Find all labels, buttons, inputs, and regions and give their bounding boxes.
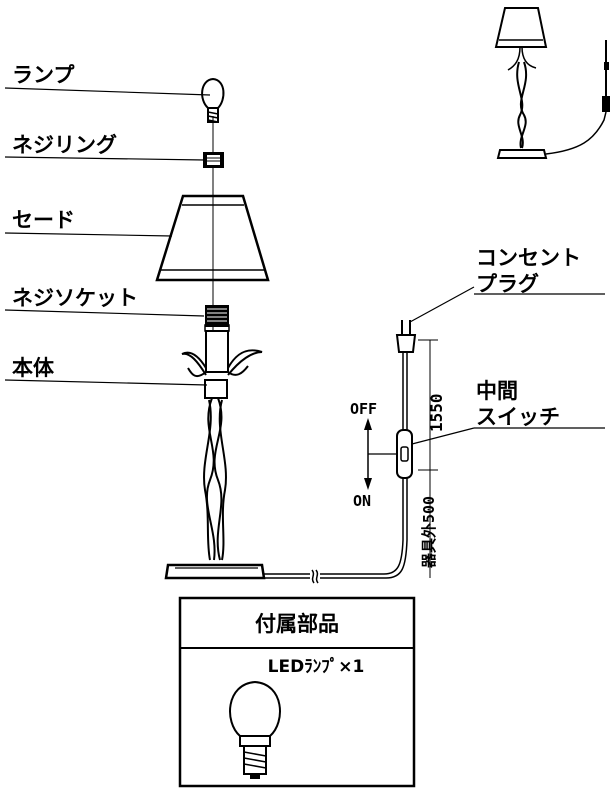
accessories-title: 付属部品 [255,612,339,636]
switch-leader-line [411,427,475,445]
screw-ring-leader-line [4,156,206,161]
length-total-label: 1550 [427,393,446,432]
outlet-plug [395,320,417,353]
screw-ring-label: ネジリング [12,133,117,157]
lamp-shade [155,194,270,282]
outlet-plug-label-line2: プラグ [476,272,539,296]
body-label: 本体 [12,356,55,380]
screw-ring [203,152,224,168]
screw-socket-leader-line [4,309,205,317]
lamp-body [181,330,263,561]
power-cord [264,352,408,584]
off-on-arrow [364,418,397,490]
mid-switch [396,429,413,479]
length-outside-label: 器具外500 [420,496,438,569]
screw-socket [204,305,230,332]
lamp-bulb [201,77,225,123]
on-label: ON [353,492,371,510]
dimension-marker [418,339,438,578]
screw-socket-label: ネジソケット [12,286,138,310]
outlet-plug-label-line1: コンセント [476,246,581,270]
lamp-leader-line [4,87,211,96]
lamp-base [164,563,266,580]
accessories-box: 付属部品 LEDﾗﾝﾌﾟ×1 [178,596,416,788]
shade-label: セード [12,208,75,232]
accessories-item: LEDﾗﾝﾌﾟ×1 [268,656,365,677]
led-bulb-illustration [229,680,281,779]
lamp-label: ランプ [12,63,75,87]
mid-switch-label-line1: 中間 [476,379,518,403]
mid-switch-label-line2: スイッチ [476,405,560,429]
off-label: OFF [350,400,377,418]
assembled-lamp-thumbnail [494,7,610,159]
plug-leader-line [409,286,475,323]
body-leader-line [4,379,208,386]
shade-leader-line [4,232,173,237]
